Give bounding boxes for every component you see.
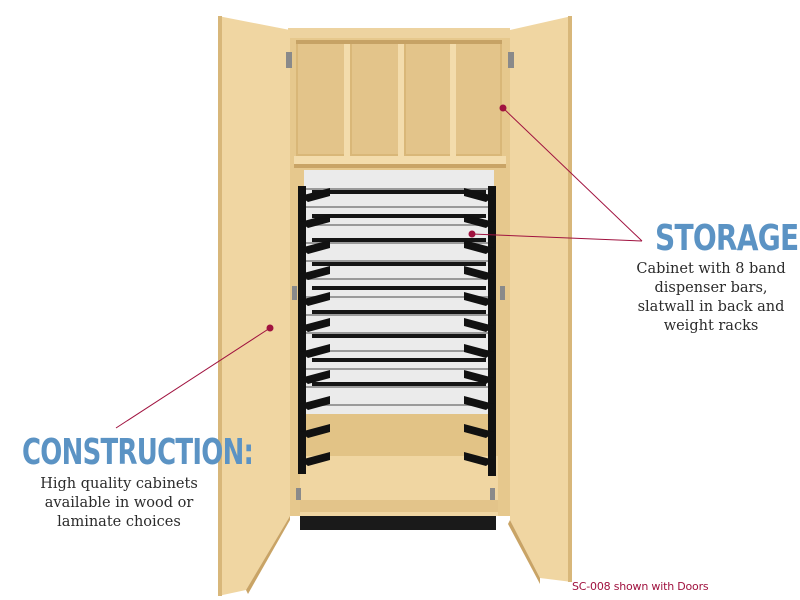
construction-leader bbox=[115, 324, 274, 429]
construction-title: CONSTRUCTION: bbox=[22, 432, 254, 473]
lower-back-panel bbox=[304, 414, 494, 458]
right-door bbox=[508, 16, 572, 584]
weight-rack-right bbox=[464, 186, 496, 476]
weight-rack-left bbox=[298, 186, 330, 474]
cabinet-top bbox=[288, 28, 510, 38]
left-door bbox=[218, 16, 290, 596]
cabinet-base bbox=[300, 512, 496, 530]
storage-description: Cabinet with 8 band dispenser bars, slat… bbox=[636, 261, 786, 334]
right-hinges bbox=[490, 52, 514, 500]
construction-description: High quality cabinets available in wood … bbox=[40, 476, 198, 530]
left-hinges bbox=[286, 52, 301, 500]
middle-shelf bbox=[294, 156, 506, 166]
slatwall-panel bbox=[304, 170, 494, 416]
storage-leader bbox=[468, 104, 643, 242]
upper-cubbies bbox=[296, 40, 502, 158]
storage-title: STORAGE: bbox=[655, 218, 800, 259]
model-caption: SC-008 shown with Doors bbox=[572, 580, 709, 593]
band-dispenser-bars bbox=[312, 190, 486, 386]
